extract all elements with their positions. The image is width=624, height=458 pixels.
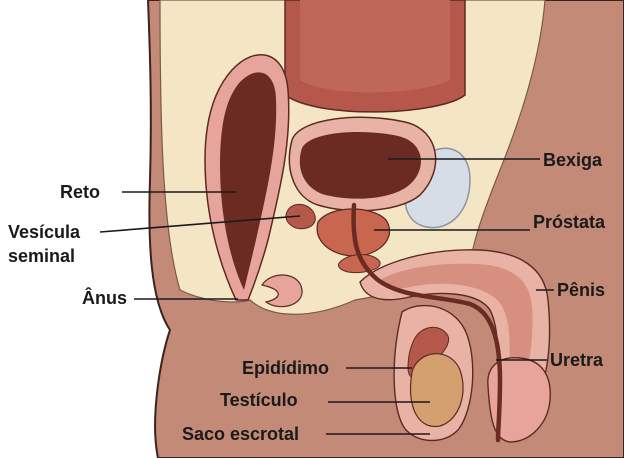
- intestine-highlight: [300, 0, 450, 92]
- label-reto: Reto: [60, 182, 100, 202]
- label-vesicula-line2: seminal: [8, 246, 75, 266]
- label-saco-escrotal: Saco escrotal: [182, 424, 299, 444]
- label-anus: Ânus: [82, 287, 127, 308]
- label-epididimo: Epidídimo: [242, 358, 329, 378]
- label-penis: Pênis: [557, 280, 605, 300]
- label-vesicula-line1: Vesícula: [8, 222, 81, 242]
- label-uretra: Uretra: [550, 350, 604, 370]
- label-prostata: Próstata: [533, 212, 606, 232]
- testicle: [411, 354, 463, 427]
- bladder-interior: [300, 132, 421, 199]
- label-testiculo: Testículo: [220, 390, 298, 410]
- label-bexiga: Bexiga: [543, 150, 603, 170]
